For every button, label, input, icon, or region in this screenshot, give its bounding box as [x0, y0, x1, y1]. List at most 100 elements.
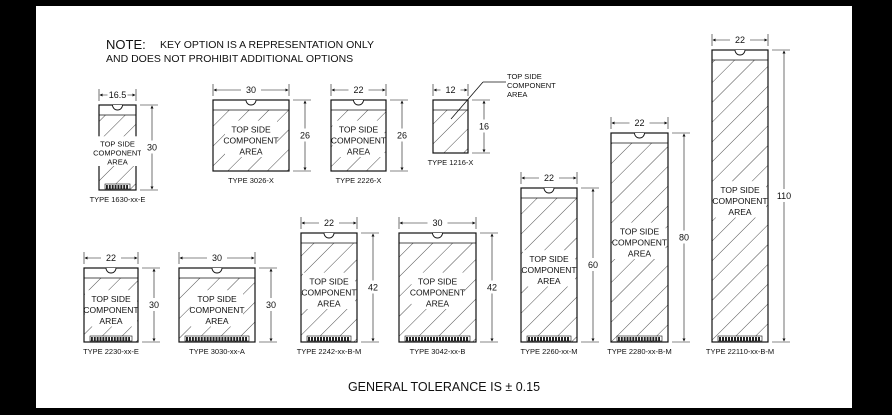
edge-connector: [526, 335, 572, 342]
edge-connector: [717, 335, 763, 342]
area-text-line-2: COMPONENT: [223, 136, 278, 146]
length-dimension: 60: [588, 260, 598, 270]
area-text-line-1: TOP SIDE: [91, 294, 131, 304]
area-text-line-2: COMPONENT: [189, 305, 244, 315]
module-type-label: TYPE 3030-xx-A: [189, 347, 245, 356]
length-dimension: 26: [397, 131, 407, 141]
area-text-line-1: TOP SIDE: [197, 294, 237, 304]
note-line-1: KEY OPTION IS A REPRESENTATION ONLY: [160, 39, 374, 51]
area-text-line-1: TOP SIDE: [309, 277, 349, 287]
length-dimension: 16: [479, 122, 489, 132]
length-dimension: 80: [679, 233, 689, 243]
width-dimension: 12: [445, 85, 455, 95]
length-dimension: 42: [487, 283, 497, 293]
edge-connector: [184, 335, 250, 342]
area-text-line-1: TOP SIDE: [100, 140, 135, 149]
module-drawing: NOTE: KEY OPTION IS A REPRESENTATION ONL…: [83, 34, 795, 394]
length-dimension: 30: [266, 300, 276, 310]
callout-line-1: TOP SIDE: [507, 72, 542, 81]
area-text-line-1: TOP SIDE: [231, 125, 271, 135]
module-type-label: TYPE 1630-xx-E: [90, 195, 146, 204]
edge-connector: [89, 335, 133, 342]
mounting-notch: [112, 104, 123, 111]
area-text-line-2: COMPONENT: [612, 238, 667, 248]
module-type-label: TYPE 2230-xx-E: [83, 347, 139, 356]
area-text-line-3: AREA: [107, 158, 127, 167]
width-dimension: 22: [634, 118, 644, 128]
hatch-fill: [433, 110, 468, 153]
width-dimension: 30: [212, 253, 222, 263]
length-dimension: 110: [777, 191, 791, 201]
area-text-line-2: COMPONENT: [301, 288, 356, 298]
module-type-label: TYPE 1216-X: [428, 158, 474, 167]
area-text-line-2: COMPONENT: [712, 196, 767, 206]
callout-line-2: COMPONENT: [507, 81, 556, 90]
area-text-line-2: COMPONENT: [521, 265, 576, 275]
edge-connector: [104, 183, 131, 190]
edge-connector: [616, 335, 663, 342]
mounting-notch: [245, 99, 257, 106]
width-dimension: 30: [246, 85, 256, 95]
mounting-notch: [211, 267, 223, 274]
module-type-label: TYPE 2226-X: [336, 176, 382, 185]
width-dimension: 22: [735, 35, 745, 45]
area-text-line-2: COMPONENT: [410, 288, 465, 298]
mounting-notch: [734, 49, 746, 56]
drawing-canvas: NOTE: KEY OPTION IS A REPRESENTATION ONL…: [36, 6, 852, 408]
width-dimension: 22: [324, 218, 334, 228]
length-dimension: 30: [149, 300, 159, 310]
module-type-label: TYPE 22110-xx-B-M: [706, 347, 774, 356]
area-text-line-1: TOP SIDE: [339, 125, 379, 135]
length-dimension: 42: [368, 283, 378, 293]
module-type-label: TYPE 3042-xx-B: [410, 347, 466, 356]
width-dimension: 22: [544, 173, 554, 183]
length-dimension: 30: [147, 143, 157, 153]
mounting-notch: [634, 132, 645, 139]
mounting-notch: [432, 232, 443, 239]
area-text-line-3: AREA: [628, 249, 651, 259]
note-title: NOTE:: [106, 37, 146, 52]
area-text-line-3: AREA: [239, 147, 262, 157]
module-type-label: TYPE 3026-X: [228, 176, 274, 185]
mounting-notch: [353, 99, 364, 106]
mounting-notch: [323, 232, 335, 239]
width-dimension: 22: [106, 253, 116, 263]
module-type-label: TYPE 2280-xx-B-M: [607, 347, 672, 356]
area-text-line-3: AREA: [347, 147, 370, 157]
mounting-notch: [543, 187, 555, 194]
length-dimension: 26: [300, 131, 310, 141]
edge-connector: [306, 335, 352, 342]
area-text-line-3: AREA: [99, 316, 122, 326]
general-tolerance: GENERAL TOLERANCE IS ± 0.15: [348, 380, 540, 394]
area-text-line-1: TOP SIDE: [620, 227, 660, 237]
area-text-line-1: TOP SIDE: [720, 185, 760, 195]
module-type-label: TYPE 2242-xx-B-M: [297, 347, 362, 356]
module-type-label: TYPE 2260-xx-M: [520, 347, 577, 356]
callout-line-3: AREA: [507, 90, 527, 99]
area-text-line-1: TOP SIDE: [529, 254, 569, 264]
module-outline: [432, 99, 469, 154]
width-dimension: 16.5: [109, 90, 127, 100]
area-text-line-3: AREA: [317, 299, 340, 309]
width-dimension: 30: [432, 218, 442, 228]
area-text-line-3: AREA: [537, 276, 560, 286]
area-text-line-3: AREA: [426, 299, 449, 309]
area-text-line-3: AREA: [728, 207, 751, 217]
edge-connector: [404, 335, 471, 342]
width-dimension: 22: [353, 85, 363, 95]
note-line-2: AND DOES NOT PROHIBIT ADDITIONAL OPTIONS: [106, 53, 353, 65]
mounting-notch: [105, 267, 117, 274]
area-text-line-1: TOP SIDE: [418, 277, 458, 287]
